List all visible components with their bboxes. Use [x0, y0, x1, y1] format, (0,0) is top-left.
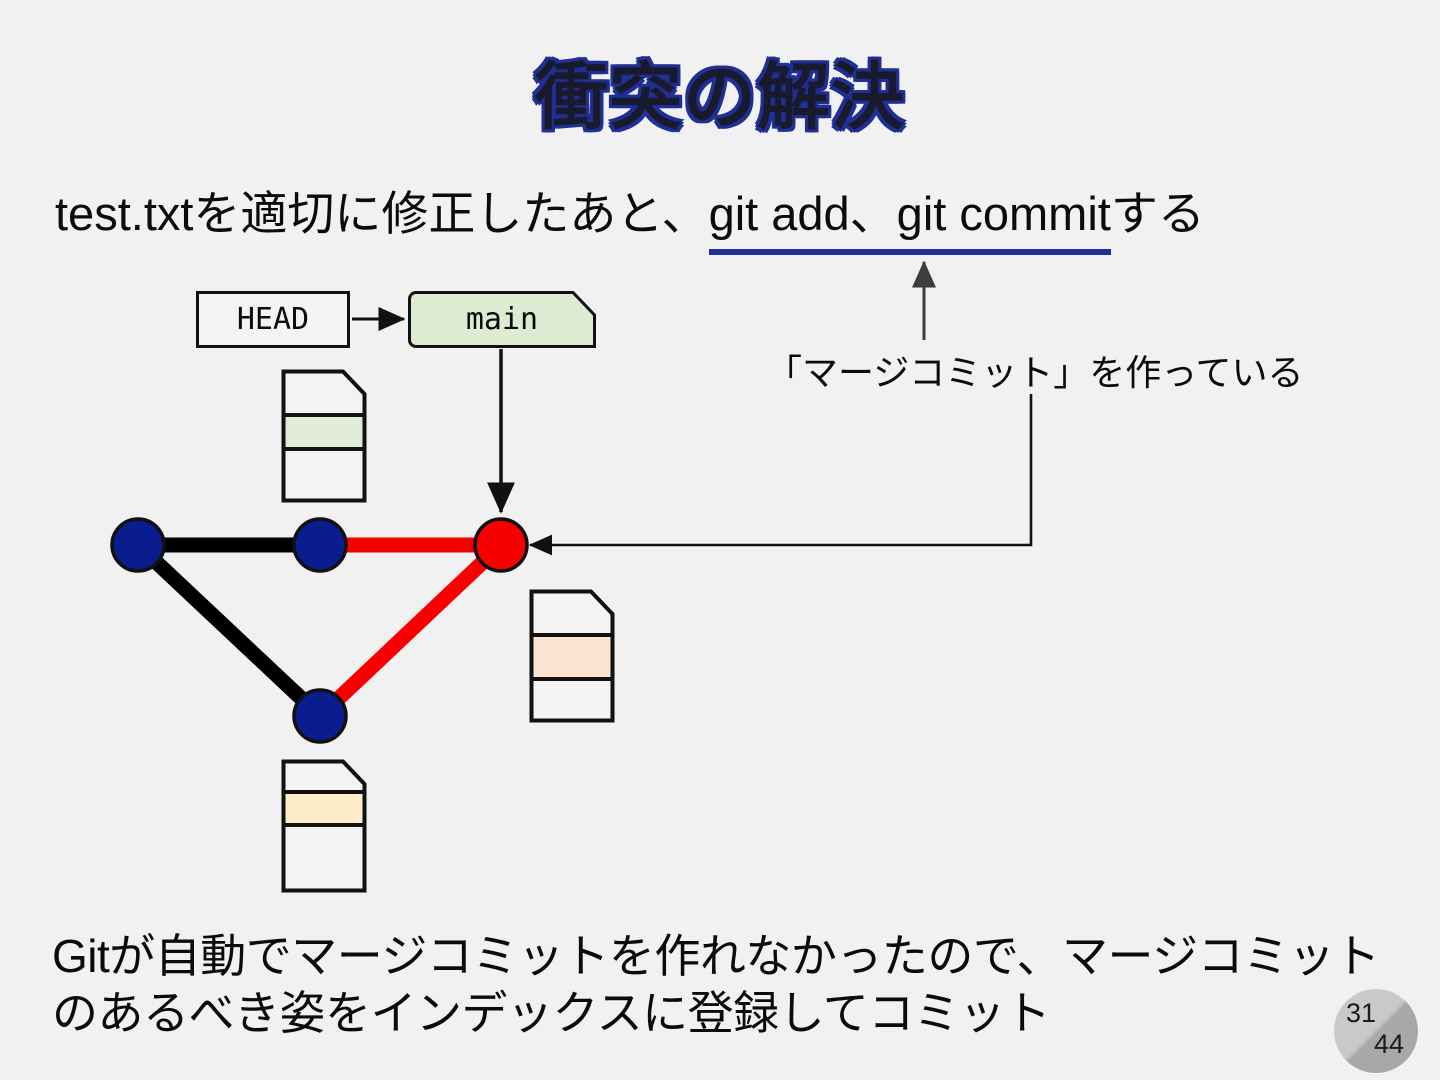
main-tag-shape — [408, 291, 596, 348]
lead-prefix: test.txtを適切に修正したあと、 — [55, 187, 709, 240]
main-tag-label: main — [465, 302, 539, 337]
file-icon-green — [281, 369, 367, 503]
commit-edge-c3-merge — [314, 539, 507, 722]
lead-suffix: する — [1110, 187, 1205, 240]
commit-node-c1[interactable] — [110, 517, 166, 573]
connector-annotation-to-merge — [528, 394, 1033, 556]
document-icon — [529, 589, 615, 723]
head-box: HEAD — [196, 291, 350, 348]
merge-commit-annotation: 「マージコミット」を作っている — [766, 352, 1304, 393]
page-number-badge: 31 44 — [1334, 989, 1418, 1073]
document-icon — [281, 369, 367, 503]
lead-underlined-command: git add、git commit — [708, 187, 1111, 255]
page-number-total: 44 — [1374, 1029, 1405, 1059]
file-icon-yellow — [281, 759, 367, 893]
bottom-paragraph: Gitが自動でマージコミットを作れなかったので、マージコミットのあるべき姿をイン… — [52, 930, 1380, 1040]
document-icon — [281, 759, 367, 893]
page-number-current: 31 — [1346, 998, 1377, 1028]
head-box-label: HEAD — [236, 302, 310, 337]
commit-node-c3[interactable] — [292, 688, 348, 744]
badge-circle — [1334, 989, 1418, 1073]
page-title: 衝突の解決 — [535, 57, 905, 138]
commit-edge-c1-c3 — [132, 539, 326, 722]
commit-node-merge[interactable] — [473, 517, 529, 573]
main-branch-tag: main — [408, 291, 596, 348]
lead-paragraph: test.txtを適切に修正したあと、git add、git commitする — [55, 186, 1205, 255]
commit-node-c2[interactable] — [292, 517, 348, 573]
file-icon-orange — [529, 589, 615, 723]
